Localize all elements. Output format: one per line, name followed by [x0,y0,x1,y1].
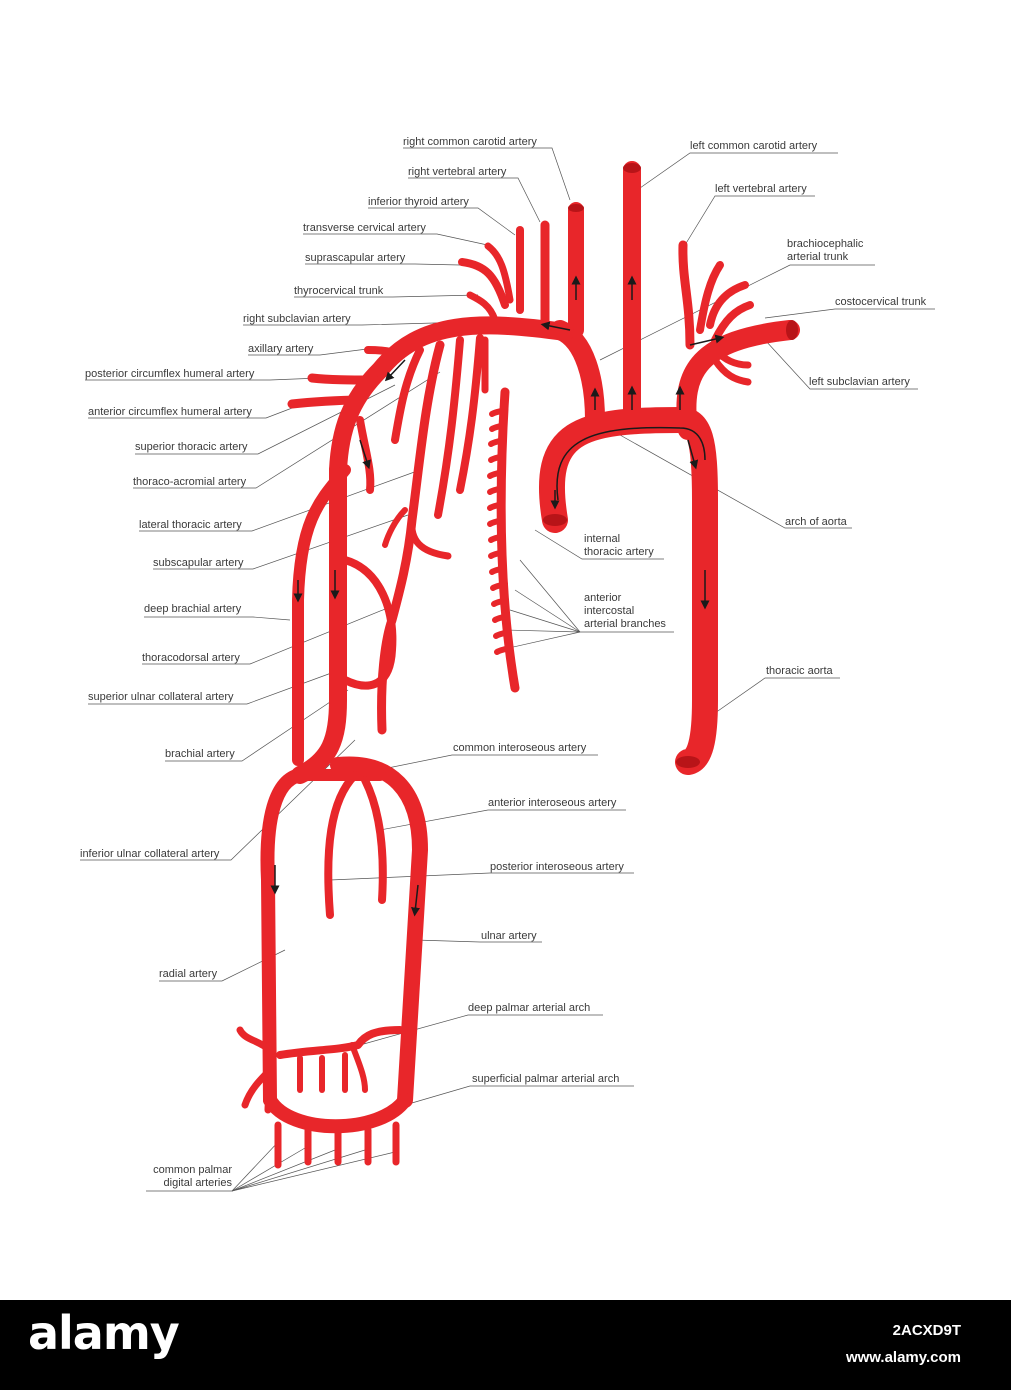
ulnar-artery [330,756,428,1108]
label-axillary: axillary artery [248,343,314,355]
thoracic-aorta [538,407,718,775]
label-suprascapular: suprascapular artery [305,252,406,264]
label-right-subclavian: right subclavian artery [243,313,351,325]
label-deep-palmar: deep palmar arterial arch [468,1002,591,1014]
label-right-vertebral: right vertebral artery [408,166,507,178]
label-post-circumflex: posterior circumflex humeral artery [85,368,255,380]
arteries [236,161,800,1169]
image-id: 2ACXD9T [892,1322,961,1339]
label-transverse-cervical: transverse cervical artery [303,222,426,234]
label-ant-intercostal-2: intercostal [584,605,635,617]
artery-diagram [80,147,935,1192]
label-brachiocephalic-2: arterial trunk [787,251,849,263]
superficial-palmar-arch [263,1093,412,1134]
left-subclavian [676,320,800,440]
label-ulnar: ulnar artery [481,930,537,942]
label-brachiocephalic-1: brachiocephalic [787,238,864,250]
label-deep-brachial: deep brachial artery [144,603,242,615]
label-common-palmar-2: digital arteries [163,1177,232,1189]
label-common-interosseous: common interoseous artery [453,742,587,754]
label-post-interosseous: posterior interoseous artery [490,861,624,873]
leader-lines [80,147,935,1192]
label-lateral-thoracic: lateral thoracic artery [139,519,242,531]
label-ant-circumflex: anterior circumflex humeral artery [88,406,252,418]
radial-artery [260,768,307,1107]
label-superficial-palmar: superficial palmar arterial arch [472,1073,620,1085]
label-ant-intercostal-1: anterior [584,592,622,604]
label-left-subclavian: left subclavian artery [809,376,910,388]
alamy-logo[interactable]: alamy [28,1306,180,1360]
label-brachial: brachial artery [165,748,235,760]
label-superior-thoracic: superior thoracic artery [135,441,248,453]
brachiocephalic-trunk [550,320,605,430]
vessel-ends [543,163,798,768]
label-left-common-carotid: left common carotid artery [690,140,818,152]
label-thoracic-aorta: thoracic aorta [766,665,833,677]
label-thoraco-acromial: thoraco-acromial artery [133,476,247,488]
deep-palmar-arch [276,1026,404,1059]
label-common-palmar-1: common palmar [153,1164,232,1176]
label-sup-ulnar-collateral: superior ulnar collateral artery [88,691,234,703]
right-subclavian [329,316,574,479]
label-ant-interosseous: anterior interoseous artery [488,797,617,809]
label-costocervical: costocervical trunk [835,296,927,308]
label-inferior-thyroid: inferior thyroid artery [368,196,469,208]
label-radial: radial artery [159,968,218,980]
site-url[interactable]: www.alamy.com [845,1349,961,1366]
label-thyrocervical: thyrocervical trunk [294,285,384,297]
label-internal-thoracic-2: thoracic artery [584,546,654,558]
label-internal-thoracic-1: internal [584,533,621,545]
label-arch-aorta: arch of aorta [785,516,847,528]
label-ant-intercostal-3: arterial branches [584,618,666,630]
label-right-common-carotid: right common carotid artery [403,136,537,148]
label-subscapular: subscapular artery [153,557,244,569]
label-thoracodorsal: thoracodorsal artery [142,652,240,664]
label-inf-ulnar-collateral: inferior ulnar collateral artery [80,848,220,860]
arch-flow-line [556,426,706,501]
label-left-vertebral: left vertebral artery [715,183,807,195]
footer-banner [0,1300,1011,1390]
flow-arrows [270,275,725,917]
